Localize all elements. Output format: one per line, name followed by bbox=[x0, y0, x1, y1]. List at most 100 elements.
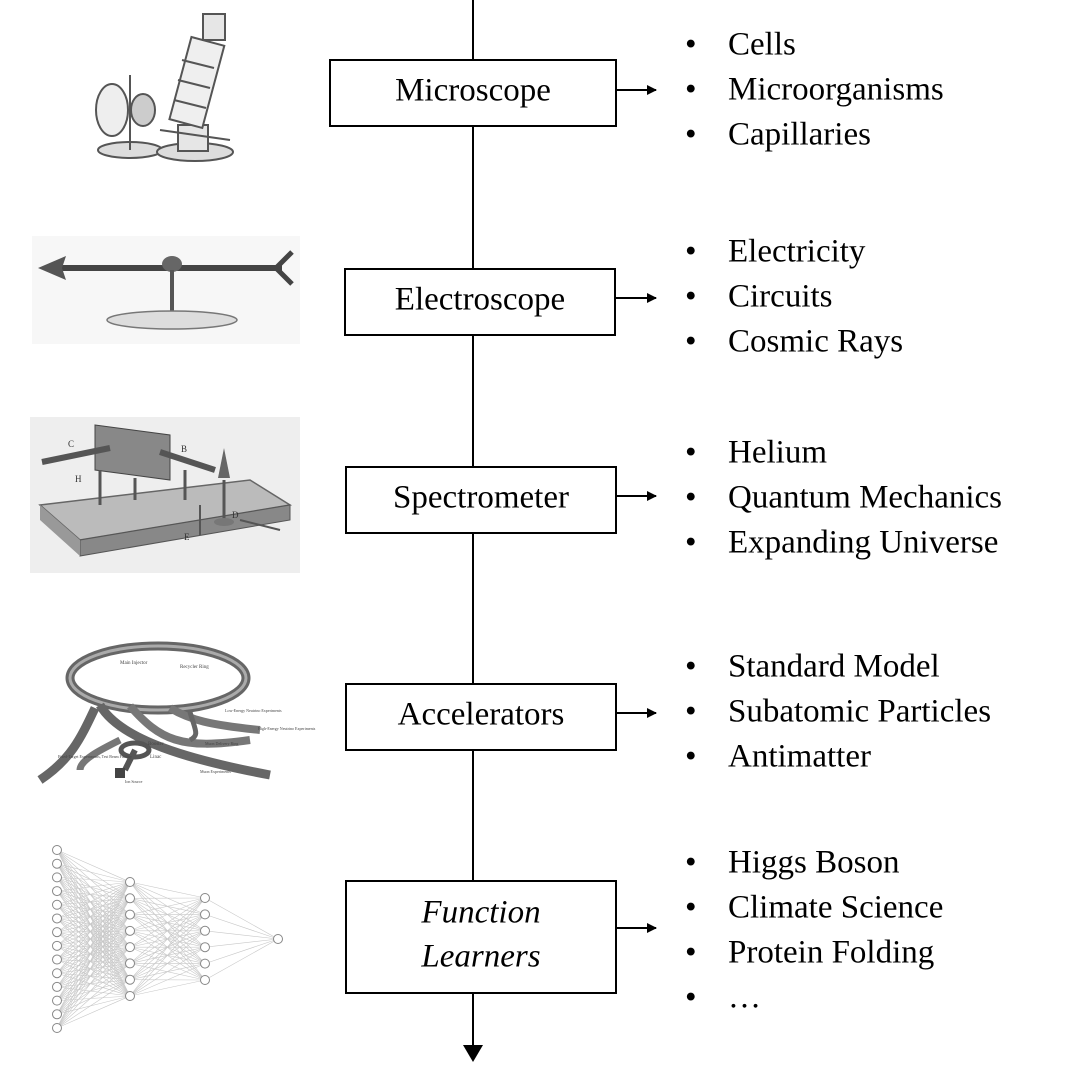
nn-edge bbox=[56, 881, 131, 933]
nn-edge bbox=[56, 881, 131, 974]
nn-edge bbox=[129, 979, 206, 997]
nn-edge bbox=[56, 930, 131, 960]
discovery-item: Standard Model bbox=[728, 649, 940, 685]
nn-node bbox=[125, 974, 135, 985]
stage-box bbox=[344, 268, 616, 336]
spectrometer-illustration: C H B D E bbox=[30, 417, 300, 573]
bullet: • bbox=[685, 117, 697, 153]
nn-node bbox=[52, 927, 62, 938]
discovery-item: Cosmic Rays bbox=[728, 324, 903, 360]
nn-node bbox=[52, 954, 62, 965]
discovery-item: Circuits bbox=[728, 279, 833, 315]
nn-edge bbox=[56, 881, 131, 906]
stage-box bbox=[345, 880, 617, 994]
spectrometer-part-label: H bbox=[75, 474, 82, 484]
bullet: • bbox=[685, 694, 697, 730]
nn-edge bbox=[56, 963, 131, 1029]
bullet: • bbox=[685, 27, 697, 63]
nn-edge bbox=[204, 938, 279, 981]
nn-node bbox=[52, 968, 62, 979]
nn-edge bbox=[204, 938, 279, 948]
nn-edge bbox=[56, 930, 131, 988]
discovery-list: • Standard Model • Subatomic Particles •… bbox=[685, 649, 991, 775]
nn-node bbox=[52, 913, 62, 924]
stage-label: Microscope bbox=[395, 73, 551, 109]
nn-edge bbox=[129, 897, 206, 932]
nn-edge bbox=[56, 898, 131, 1001]
nn-edge bbox=[56, 849, 131, 915]
discovery-list: • Electricity • Circuits • Cosmic Rays bbox=[685, 234, 903, 360]
nn-edge bbox=[129, 946, 206, 997]
stage-function-learners: Function Learners • Higgs Boson • Climat… bbox=[52, 845, 943, 1033]
nn-node bbox=[200, 942, 210, 953]
bullet: • bbox=[685, 279, 697, 315]
nn-edge bbox=[56, 972, 131, 997]
nn-edge bbox=[56, 995, 131, 1015]
nn-edge bbox=[56, 963, 131, 988]
nn-node bbox=[125, 942, 135, 953]
nn-node bbox=[52, 995, 62, 1006]
bullet: • bbox=[685, 649, 697, 685]
accelerator-part-label: Muon Experiments bbox=[200, 769, 231, 774]
nn-edge bbox=[56, 881, 131, 1015]
nn-edge bbox=[56, 881, 131, 919]
nn-edge bbox=[56, 849, 131, 883]
nn-edge bbox=[129, 914, 206, 997]
nn-edge bbox=[129, 897, 206, 915]
stage-box bbox=[345, 683, 617, 751]
nn-node bbox=[52, 886, 62, 897]
nn-node bbox=[52, 981, 62, 992]
discovery-item: Subatomic Particles bbox=[728, 694, 991, 730]
discovery-item: Protein Folding bbox=[728, 935, 934, 971]
microscope-illustration bbox=[95, 13, 234, 162]
nn-edge bbox=[56, 881, 131, 1029]
nn-edge bbox=[129, 881, 206, 899]
stage-label: Electroscope bbox=[395, 282, 565, 318]
nn-edge bbox=[56, 930, 131, 1029]
stage-spectrometer: C H B D E Spectrometer • Helium • Quantu… bbox=[30, 417, 1002, 573]
stage-box bbox=[329, 59, 617, 127]
accelerator-part-label: Ion Source bbox=[125, 779, 143, 784]
spectrometer-part-label: C bbox=[68, 439, 74, 449]
nn-edge bbox=[56, 863, 131, 883]
bullet: • bbox=[685, 739, 697, 775]
nn-node bbox=[200, 975, 210, 985]
nn-edge bbox=[56, 986, 131, 997]
bullet: • bbox=[685, 935, 697, 971]
nn-node bbox=[125, 909, 135, 920]
discovery-item: Capillaries bbox=[728, 117, 871, 153]
nn-node bbox=[200, 958, 210, 969]
accelerator-part-label: Recycler Ring bbox=[180, 665, 209, 670]
nn-edge bbox=[56, 881, 131, 960]
bullet: • bbox=[685, 234, 697, 270]
nn-node bbox=[52, 845, 62, 855]
nn-edge bbox=[56, 930, 131, 1015]
nn-edge bbox=[56, 914, 131, 1015]
accelerator-part-label: High-Energy Neutrino Experiments bbox=[258, 726, 316, 731]
accelerator-part-label: Low-Energy Neutrino Experiments bbox=[225, 708, 282, 713]
electroscope-illustration bbox=[32, 236, 300, 344]
discovery-item: Helium bbox=[728, 435, 827, 471]
nn-edge bbox=[129, 930, 206, 997]
stage-label: Learners bbox=[420, 939, 540, 975]
discovery-item: Antimatter bbox=[728, 739, 871, 775]
nn-node bbox=[125, 893, 135, 904]
timeline-arrowhead bbox=[463, 1045, 483, 1062]
bullet: • bbox=[685, 845, 697, 881]
discovery-item: Higgs Boson bbox=[728, 845, 899, 881]
nn-edge bbox=[56, 979, 131, 988]
stage-label: Function bbox=[420, 895, 540, 931]
bullet: • bbox=[685, 980, 697, 1016]
nn-edge bbox=[129, 897, 206, 948]
stage-box bbox=[345, 466, 617, 534]
discovery-item: … bbox=[728, 980, 761, 1016]
accelerator-part-label: Muon Delivery Ring bbox=[205, 741, 238, 746]
nn-edge bbox=[56, 881, 131, 892]
nn-node bbox=[200, 893, 210, 903]
accelerator-part-label: Booster bbox=[148, 742, 164, 747]
nn-edge bbox=[56, 959, 131, 964]
bullet: • bbox=[685, 72, 697, 108]
nn-edge bbox=[56, 898, 131, 988]
nn-edge bbox=[56, 979, 131, 1029]
nn-node bbox=[52, 858, 62, 869]
